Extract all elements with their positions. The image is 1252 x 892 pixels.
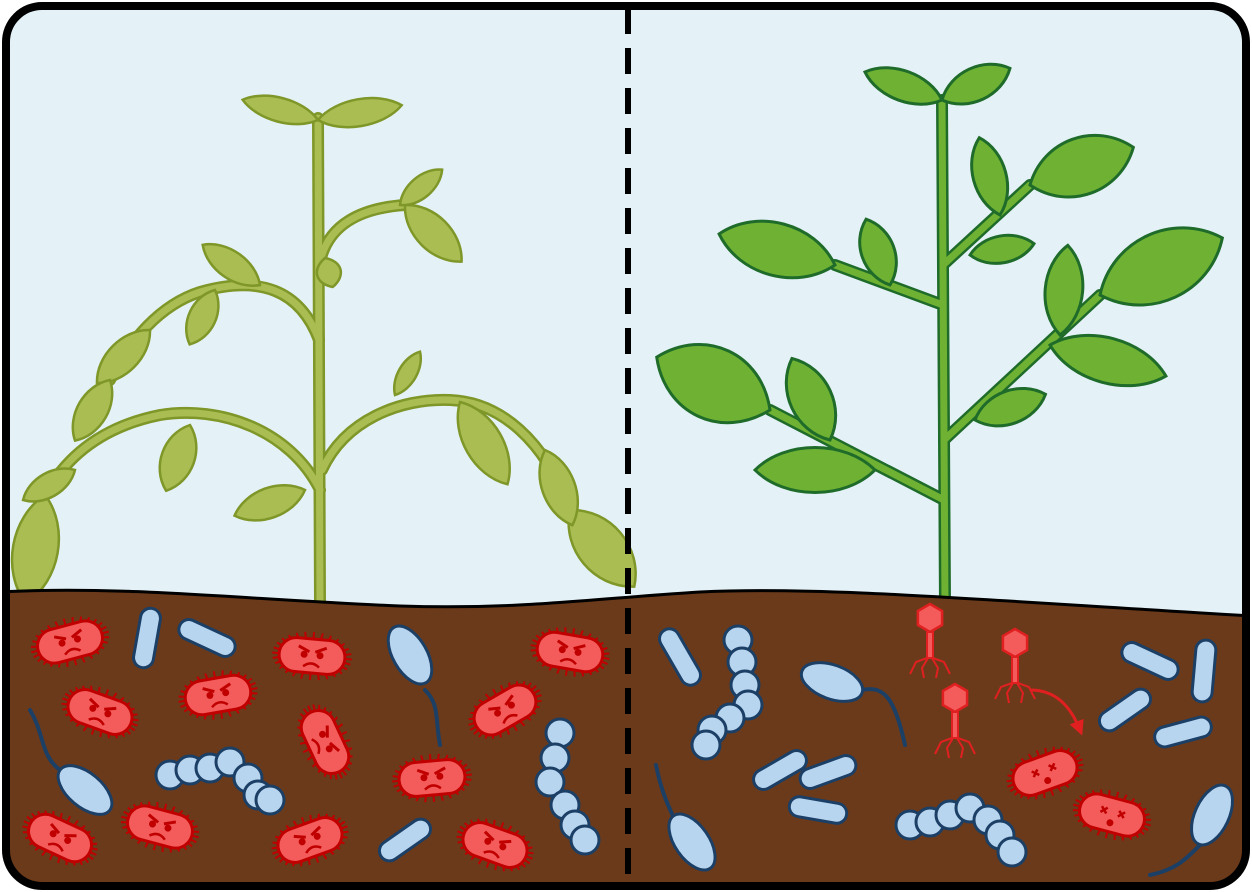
blue-rod-bacterium-icon (1191, 639, 1216, 703)
